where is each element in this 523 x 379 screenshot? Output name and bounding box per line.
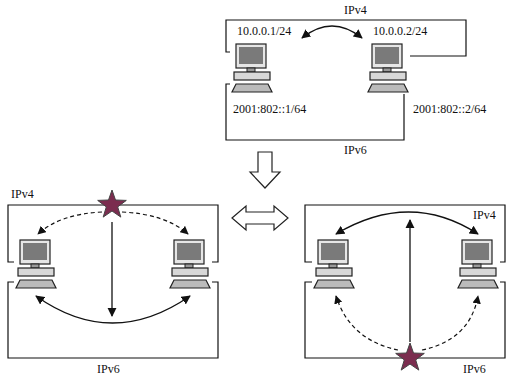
ipv6-wire [8,282,218,358]
broken-flow-arrow [422,296,478,350]
computer-icon [230,42,274,94]
computer-icon [458,240,498,288]
failure-burst [396,343,425,370]
protocol-label: IPv4 [472,208,497,222]
computer-icon [314,240,354,288]
flow-arrow [302,26,362,38]
broken-flow-arrow [122,212,188,234]
protocol-label: IPv4 [343,3,368,17]
computer-node: 10.0.0.2/242001:802::2/64 [366,42,410,94]
computer-icon [366,42,410,94]
computer-node: 10.0.0.1/242001:802::1/64 [230,42,274,94]
broken-flow-arrow [336,296,398,350]
broken-flow-arrow [38,212,102,234]
address-label: 10.0.0.1/24 [236,24,292,38]
failover-arrow [409,220,410,342]
failover-arrow [111,222,112,316]
flow-arrow [36,296,190,323]
failure-burst [98,190,127,217]
address-label: 2001:802::2/64 [412,102,487,116]
transition-arrow [250,152,280,188]
computer-icon [170,240,210,288]
switch-arrow [232,206,288,230]
protocol-label: IPv6 [462,362,487,376]
address-label: 2001:802::1/64 [232,102,307,116]
flow-arrow [336,212,478,234]
address-label: 10.0.0.2/24 [372,24,428,38]
protocol-label: IPv6 [343,143,368,157]
ipv6-wire [305,282,505,358]
computer-icon [16,240,56,288]
protocol-label: IPv6 [96,362,121,376]
protocol-label: IPv4 [10,187,35,201]
